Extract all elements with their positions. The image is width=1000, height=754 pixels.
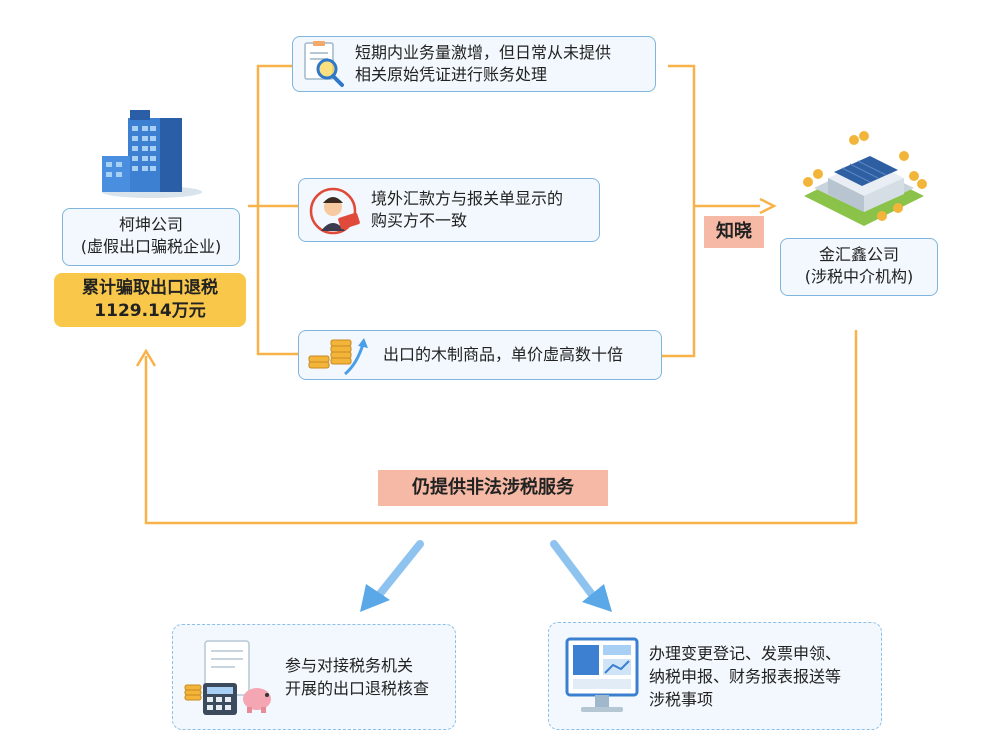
agency-box: 金汇鑫公司 (涉税中介机构) bbox=[780, 238, 938, 296]
company-desc: (虚假出口骗税企业) bbox=[80, 237, 222, 256]
evidence-1-line2: 相关原始凭证进行账务处理 bbox=[355, 65, 548, 84]
knowing-tag: 知晓 bbox=[704, 216, 764, 248]
fraud-amount-value: 1129.14万元 bbox=[94, 301, 206, 321]
return-loop bbox=[144, 330, 858, 525]
evidence-box-3: 出口的木制商品，单价虚高数十倍 bbox=[298, 330, 662, 380]
company-name: 柯坤公司 bbox=[118, 215, 183, 234]
office-building-icon bbox=[102, 110, 202, 198]
evidence-3-line1: 出口的木制商品，单价虚高数十倍 bbox=[383, 345, 624, 364]
evidence-2-line2: 购买方不一致 bbox=[371, 211, 468, 230]
calculator-piggybank-icon bbox=[184, 640, 271, 715]
evidence-box-2: 境外汇款方与报关单显示的 购买方不一致 bbox=[298, 178, 600, 242]
service-1-line1: 参与对接税务机关 bbox=[285, 656, 414, 675]
left-bracket bbox=[256, 64, 298, 356]
fraud-amount-badge: 累计骗取出口退税 1129.14万元 bbox=[54, 273, 246, 327]
arrow-down-right-icon bbox=[550, 540, 612, 612]
evidence-2-line1: 境外汇款方与报关单显示的 bbox=[371, 189, 564, 208]
agency-name: 金汇鑫公司 bbox=[818, 245, 899, 264]
right-bracket bbox=[662, 64, 696, 358]
illegal-service-tag: 仍提供非法涉税服务 bbox=[378, 470, 608, 506]
computer-monitor-icon bbox=[565, 637, 639, 712]
magnifier-document-icon bbox=[304, 41, 344, 87]
fraud-amount-label: 累计骗取出口退税 bbox=[82, 278, 218, 298]
person-stamp-icon bbox=[309, 187, 360, 235]
service-2-line1: 办理变更登记、发票申领、 bbox=[649, 644, 842, 663]
coins-arrow-icon bbox=[308, 338, 368, 376]
service-1-line2: 开展的出口退税核查 bbox=[285, 679, 430, 698]
service-box-2: 办理变更登记、发票申领、 纳税申报、财务报表报送等 涉税事项 bbox=[548, 622, 882, 730]
company-box: 柯坤公司 (虚假出口骗税企业) bbox=[62, 208, 240, 266]
arrow-down-left-icon bbox=[360, 540, 424, 612]
evidence-1-line1: 短期内业务量激增，但日常从未提供 bbox=[355, 43, 612, 62]
factory-building-icon bbox=[803, 131, 927, 226]
evidence-box-1: 短期内业务量激增，但日常从未提供 相关原始凭证进行账务处理 bbox=[292, 36, 656, 92]
return-arrowhead bbox=[135, 348, 157, 367]
knowing-arrowhead bbox=[759, 197, 777, 215]
service-2-line3: 涉税事项 bbox=[649, 690, 714, 709]
agency-desc: (涉税中介机构) bbox=[804, 267, 914, 286]
service-2-line2: 纳税申报、财务报表报送等 bbox=[649, 667, 842, 686]
service-box-1: 参与对接税务机关 开展的出口退税核查 bbox=[172, 624, 456, 730]
